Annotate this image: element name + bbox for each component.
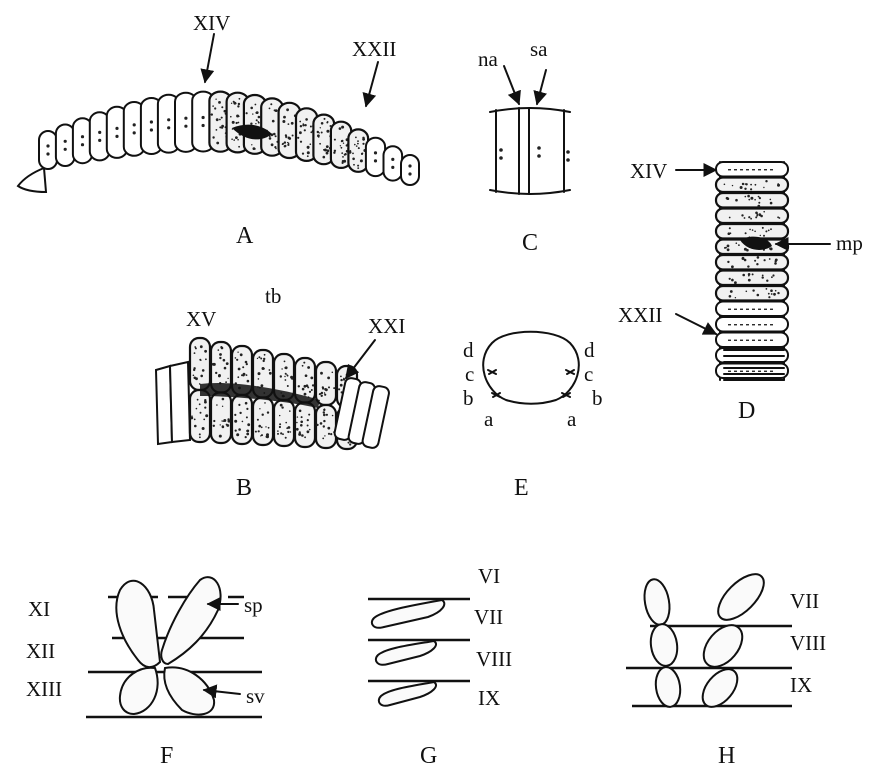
panel-letter-g: G [420,743,437,769]
segment-d [716,224,788,239]
segment-d [716,271,788,286]
label-e-a-right: a [567,407,577,431]
spermatheca-right [161,577,220,664]
segment-b-upper [190,338,210,390]
spermatheca-g-viii [376,641,436,665]
label-e-c-right: c [584,362,593,386]
segment-b-upper [316,362,336,405]
sac-h-viii-left [648,622,680,667]
seminal-vesicle-left [120,668,158,714]
spermatheca-g-vii [372,600,444,628]
label-g-viii: VIII [476,647,512,671]
arrow-c-na [504,66,519,104]
sac-h-ix-left [653,666,682,709]
label-a-xiv: XIV [193,11,230,35]
label-h-vii: VII [790,589,819,613]
label-c-sa: sa [530,37,548,61]
spermatheca-g-ix [379,682,436,706]
segment-a [401,155,419,185]
panel-e: d c b a d c b a E [463,332,603,501]
arrow-b-xxi [346,340,375,378]
segment-b-lower [253,398,273,446]
label-g-ix: IX [478,686,500,710]
panel-letter-d: D [738,398,755,424]
label-c-na: na [478,47,499,71]
label-e-b-right: b [592,386,603,410]
label-e-a-left: a [484,407,494,431]
panel-letter-f: F [160,743,173,769]
worm-body-d [716,162,788,380]
panel-letter-b: B [236,475,252,501]
panel-c: na sa C [478,37,570,256]
label-e-d-right: d [584,338,595,362]
segment-d [716,255,788,270]
panel-letter-a: A [236,223,254,249]
worm-body-b [156,338,390,449]
worm-body-a [18,92,419,192]
panel-letter-h: H [718,743,735,769]
label-g-vii: VII [474,605,503,629]
panel-h: VII VIII IX H [626,567,826,769]
panel-a: XIV XXII A [18,11,419,249]
label-d-xiv: XIV [630,159,667,183]
label-f-sp: sp [244,593,263,617]
sac-h-vii-left [641,577,673,626]
label-f-xii: XII [26,639,55,663]
label-f-xi: XI [28,597,50,621]
label-e-b-left: b [463,386,474,410]
label-h-ix: IX [790,673,812,697]
segment-a [366,138,385,176]
spermatheca-left [116,581,160,667]
segment-a [384,146,403,180]
panel-f: XI XII XIII sp sv F [26,577,265,769]
label-b-xv: XV [186,307,216,331]
sac-h-vii-right [711,567,772,628]
label-f-xiii: XIII [26,677,62,701]
segment-d [716,286,788,301]
segment-d [716,193,788,208]
panel-b: XV tb XXI B [156,284,405,501]
panel-g: VI VII VIII IX G [368,564,512,769]
label-d-xxii: XXII [618,303,662,327]
segment-b-lower [295,403,315,448]
label-e-d-left: d [463,338,474,362]
label-g-vi: VI [478,564,500,588]
label-f-sv: sv [246,684,265,708]
label-h-viii: VIII [790,631,826,655]
label-a-xxii: XXII [352,37,396,61]
arrow-c-sa [537,70,546,104]
panel-letter-c: C [522,230,538,256]
cross-section-outline [483,332,579,404]
label-b-tb: tb [265,284,281,308]
arrow-a-xxii [366,62,378,106]
label-d-mp: mp [836,231,863,255]
segment-d [716,209,788,224]
label-e-c-left: c [465,362,474,386]
panel-d: XIV mp XXII D [618,159,863,424]
label-b-xxi: XXI [368,314,405,338]
segment-b-lower [316,405,336,448]
panel-letter-e: E [514,475,529,501]
setae-left [488,370,500,397]
segment-a [56,125,75,167]
arrow-a-xiv [205,34,214,82]
segment-a [39,131,57,169]
arrow-d-xxii [676,314,716,334]
segment-b-lower [274,400,294,446]
segment-b-lower [232,395,252,444]
